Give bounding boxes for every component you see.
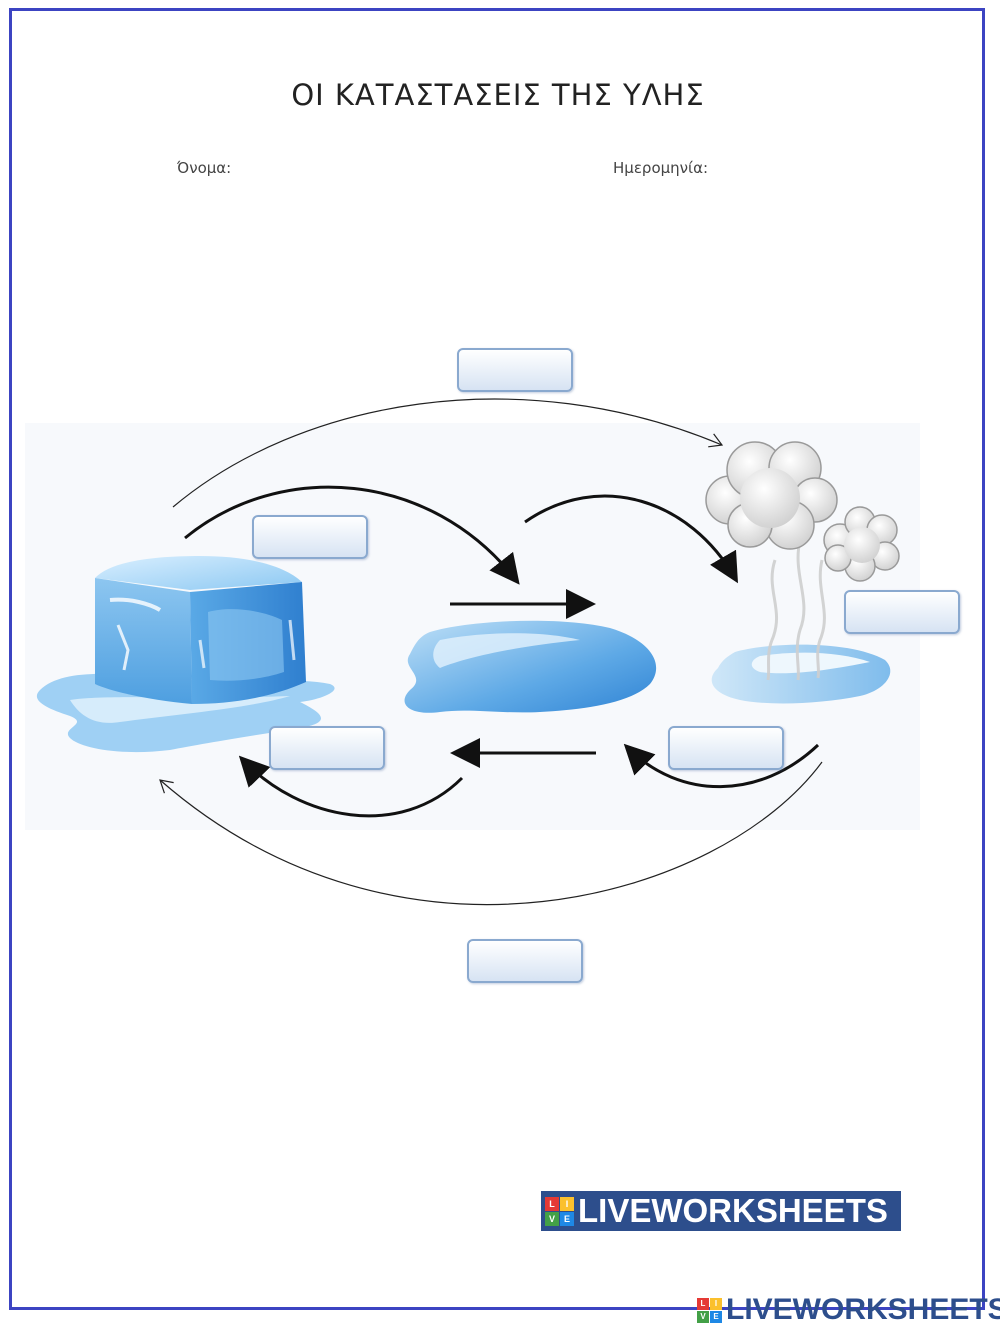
corner-logo-text: LIVEWORKSHEETS xyxy=(726,1293,1000,1326)
deposition-arc xyxy=(159,761,823,906)
melting-arrow xyxy=(184,485,520,585)
water-puddle xyxy=(404,620,657,713)
logo-text: LIVEWORKSHEETS xyxy=(578,1192,888,1229)
cloud-small xyxy=(823,506,900,582)
name-label: Όνομα: xyxy=(177,159,232,177)
worksheet-title: ΟΙ ΚΑΤΑΣΤΑΣΕΙΣ ΤΗΣ ΥΛΗΣ xyxy=(291,78,705,112)
sublimation-arc xyxy=(172,398,724,508)
freezing-arrow xyxy=(238,755,464,818)
steam-pool xyxy=(711,644,891,704)
answer-box-bottom-arc[interactable] xyxy=(467,939,583,983)
liveworksheets-mark-icon: L I V E xyxy=(545,1196,574,1226)
steam-wisps xyxy=(766,539,826,681)
liveworksheets-corner-mark-icon: L I V E xyxy=(697,1297,722,1323)
cloud-large xyxy=(705,441,838,550)
answer-box-ice-to-water[interactable] xyxy=(252,515,368,559)
condensation-arrow xyxy=(623,743,820,789)
evaporation-arrow xyxy=(524,494,739,584)
liveworksheets-logo: L I V E LIVEWORKSHEETS xyxy=(541,1191,901,1231)
answer-box-steam-to-water[interactable] xyxy=(668,726,784,770)
answer-box-water-to-ice[interactable] xyxy=(269,726,385,770)
liveworksheets-corner-logo: L I V E LIVEWORKSHEETS xyxy=(697,1293,1000,1327)
answer-box-steam-side[interactable] xyxy=(844,590,960,634)
page-frame xyxy=(9,8,985,1310)
answer-box-top-arc[interactable] xyxy=(457,348,573,392)
date-label: Ημερομηνία: xyxy=(613,159,709,177)
ice-cube xyxy=(95,556,306,704)
